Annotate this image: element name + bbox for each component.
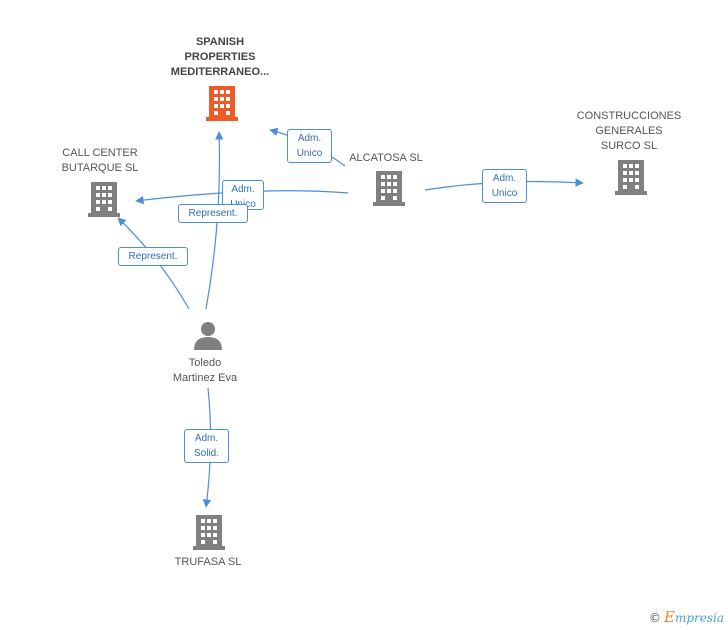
building-icon[interactable]	[615, 159, 647, 195]
node-label-toledo[interactable]: Toledo Martinez Eva	[172, 357, 238, 384]
node-label-trufasa[interactable]: TRUFASA SL	[174, 556, 242, 568]
building-icon[interactable]	[193, 514, 225, 550]
edge-label-represent: Represent.	[118, 247, 188, 266]
building-icon[interactable]	[206, 85, 238, 121]
node-label-spanish[interactable]: SPANISH PROPERTIES MEDITERRANEO...	[170, 36, 270, 78]
empresia-logo[interactable]: ©Empresia	[649, 608, 724, 626]
edge-label-adm-unico: Adm. Unico	[482, 169, 527, 203]
building-icon[interactable]	[88, 181, 120, 217]
node-label-alcatosa[interactable]: ALCATOSA SL	[349, 152, 423, 164]
person-icon[interactable]	[193, 320, 223, 350]
copyright-symbol: ©	[648, 611, 661, 625]
edge-label-adm-unico: Adm. Unico	[287, 129, 332, 163]
edge-label-adm-solid: Adm. Solid.	[184, 429, 229, 463]
building-icon[interactable]	[373, 170, 405, 206]
brand-name: mpresia	[674, 611, 724, 625]
node-label-callcenter[interactable]: CALL CENTER BUTARQUE SL	[61, 147, 139, 174]
edge-label-represent: Represent.	[178, 204, 248, 223]
node-label-construcciones[interactable]: CONSTRUCCIONES GENERALES SURCO SL	[576, 110, 682, 152]
brand-initial: E	[663, 608, 675, 626]
